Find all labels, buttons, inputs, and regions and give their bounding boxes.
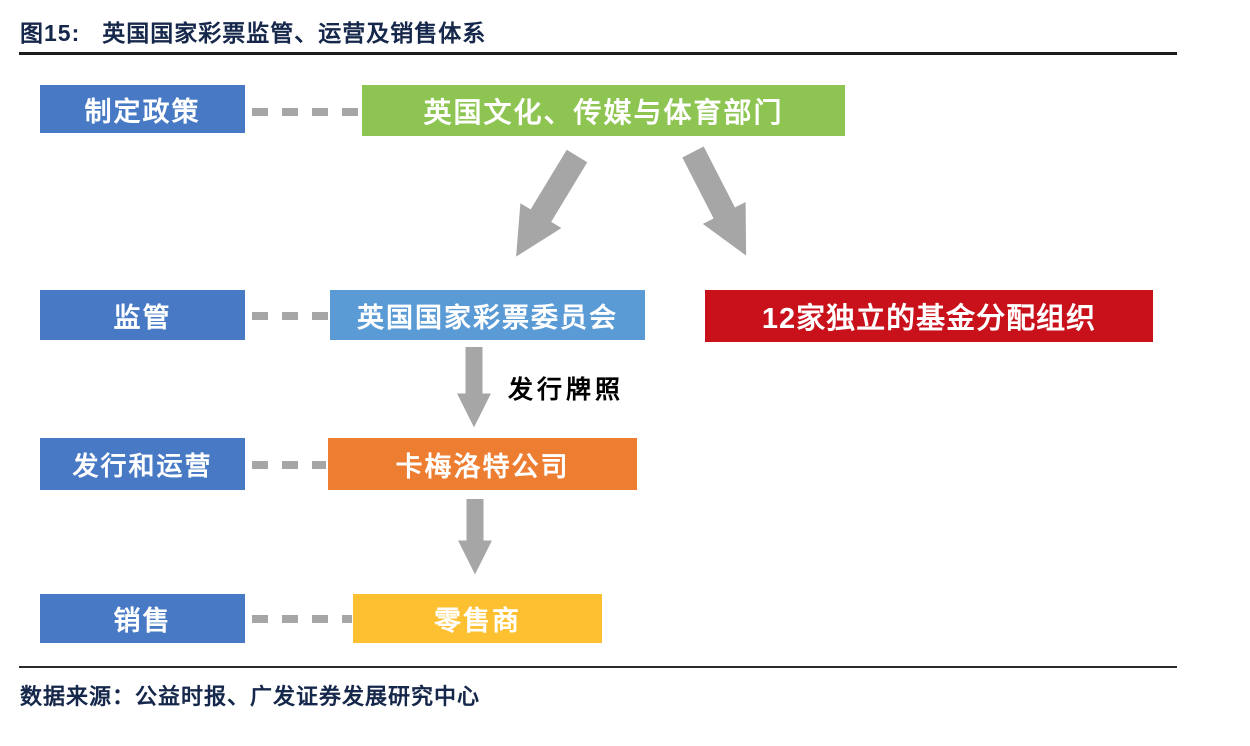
stage-box-sales: 销售	[40, 594, 245, 643]
stage-label-sales: 销售	[113, 606, 172, 636]
stage-label-policy: 制定政策	[84, 96, 201, 127]
stage-box-regulation: 监管	[40, 290, 245, 340]
entity-box-dcms: 英国文化、传媒与体育部门	[362, 85, 845, 136]
dashed-connector-operation	[252, 461, 326, 469]
entity-label-retailers: 零售商	[434, 606, 521, 636]
stage-box-operation: 发行和运营	[40, 438, 245, 490]
header-divider	[19, 52, 1177, 55]
entity-label-lottery-commission: 英国国家彩票委员会	[357, 302, 618, 333]
figure-number-label: 图15:	[20, 20, 81, 46]
data-source-note: 数据来源：公益时报、广发证券发展研究中心	[20, 684, 481, 709]
entity-label-camelot: 卡梅洛特公司	[395, 451, 570, 482]
entity-box-retailers: 零售商	[353, 594, 602, 643]
dashed-connector-sales	[252, 615, 352, 623]
license-annotation: 发行牌照	[508, 376, 625, 404]
stage-box-policy: 制定政策	[40, 85, 245, 133]
figure-title-text: 英国国家彩票监管、运营及销售体系	[102, 20, 487, 46]
entity-label-dcms: 英国文化、传媒与体育部门	[423, 96, 784, 128]
stage-label-regulation: 监管	[113, 302, 172, 333]
arrow-dcms-to-commission-icon	[516, 149, 588, 257]
entity-box-fund-distributors: 12家独立的基金分配组织	[705, 290, 1153, 342]
entity-label-fund-distributors: 12家独立的基金分配组织	[761, 303, 1097, 335]
arrow-dcms-to-funds-icon	[682, 146, 747, 256]
footer-divider	[19, 666, 1177, 668]
entity-box-lottery-commission: 英国国家彩票委员会	[330, 290, 645, 340]
dashed-connector-regulation	[252, 312, 328, 320]
dashed-connector-policy	[252, 108, 358, 116]
entity-box-camelot: 卡梅洛特公司	[328, 438, 637, 490]
stage-label-operation: 发行和运营	[72, 450, 213, 481]
figure-title: 图15: 英国国家彩票监管、运营及销售体系	[20, 14, 486, 48]
